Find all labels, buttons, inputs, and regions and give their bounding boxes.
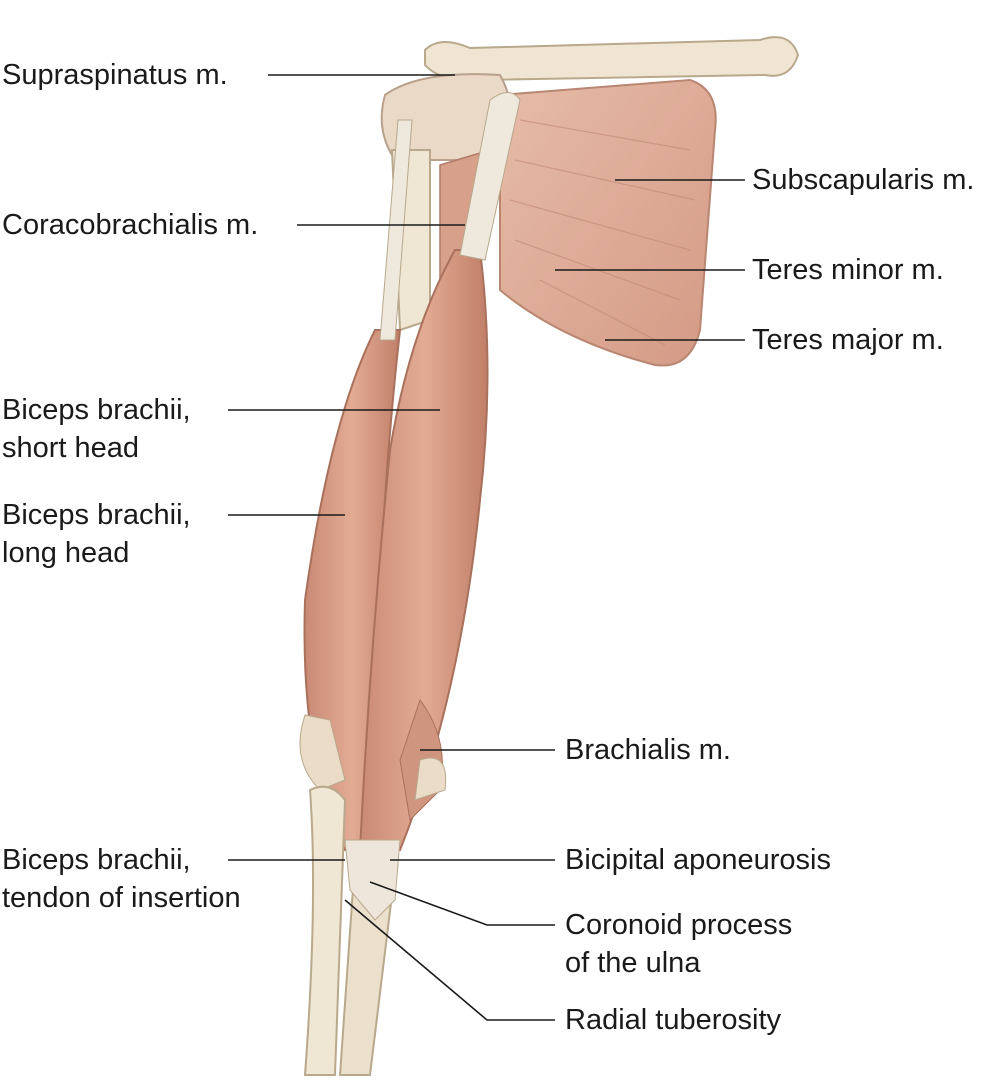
label-radial-tuberosity: Radial tuberosity	[565, 1004, 781, 1036]
label-biceps-short-1: Biceps brachii,	[2, 394, 191, 426]
biceps-short-head	[358, 249, 489, 851]
label-biceps-tendon-2: tendon of insertion	[2, 882, 241, 914]
label-bicipital-aponeurosis: Bicipital aponeurosis	[565, 844, 831, 876]
label-teres-major: Teres major m.	[752, 324, 944, 356]
label-coronoid-2: of the ulna	[565, 947, 701, 979]
label-biceps-long-1: Biceps brachii,	[2, 499, 191, 531]
label-brachialis: Brachialis m.	[565, 734, 731, 766]
label-biceps-long-2: long head	[2, 537, 130, 569]
short-head-tendon	[459, 92, 521, 261]
radius-bone	[303, 785, 347, 1076]
leader-lines	[228, 74, 745, 1021]
label-coronoid-1: Coronoid process	[565, 909, 793, 941]
label-biceps-short-2: short head	[2, 432, 140, 464]
long-head-tendon	[379, 119, 413, 341]
label-coracobrachialis: Coracobrachialis m.	[2, 209, 259, 241]
label-teres-minor: Teres minor m.	[752, 254, 944, 286]
biceps-insertion-tendon	[344, 839, 401, 921]
label-subscapularis: Subscapularis m.	[752, 164, 975, 196]
label-supraspinatus: Supraspinatus m.	[2, 59, 228, 91]
humeral-epicondyles	[299, 714, 447, 801]
label-biceps-tendon-1: Biceps brachii,	[2, 844, 191, 876]
subscapularis-muscle	[499, 78, 717, 367]
